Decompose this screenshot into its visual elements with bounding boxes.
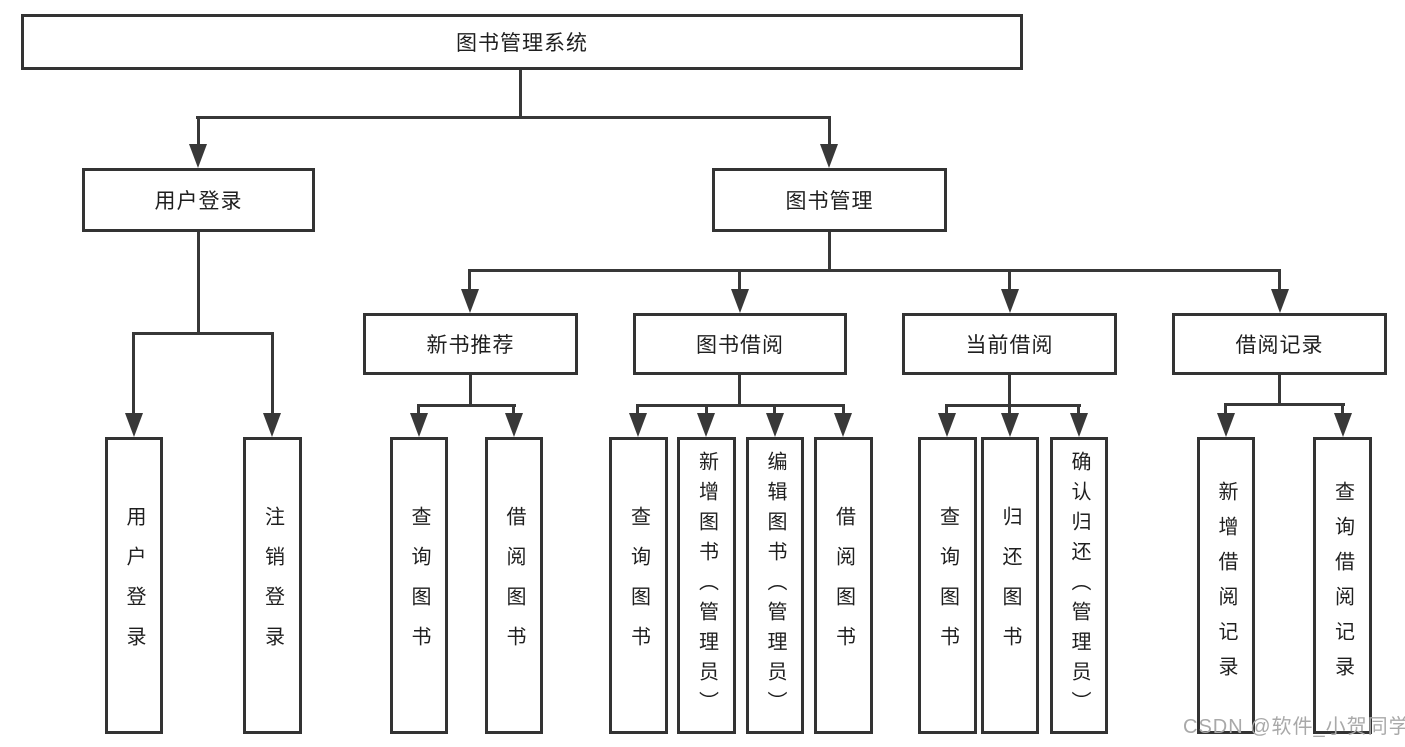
node-user-login: 用户登录 [82,168,315,232]
edge-line [1278,269,1281,291]
leaf-confirm-return-admin: 确认归还（管理员） [1050,437,1108,734]
leaf-query-borrow-record: 查询借阅记录 [1313,437,1372,734]
leaf-edit-book-admin: 编辑图书（管理员） [746,437,804,734]
node-book-borrowing: 图书借阅 [633,313,847,375]
edge-line [705,404,708,415]
arrow-down-icon [125,413,143,437]
arrow-down-icon [731,289,749,313]
edge-line [842,404,845,415]
arrow-down-icon [263,413,281,437]
node-library-system: 图书管理系统 [21,14,1023,70]
leaf-query-books-recommend: 查询图书 [390,437,448,734]
watermark: CSDN @软件_小贺同学 [1183,716,1405,738]
node-borrowing-records: 借阅记录 [1172,313,1387,375]
edge-line [1278,375,1281,405]
edge-line [468,269,1281,272]
edge-line [945,404,1081,407]
edge-line [1008,375,1011,406]
arrow-down-icon [938,413,956,437]
edge-line [469,375,472,406]
edge-line [468,269,471,291]
edge-line [1077,404,1080,415]
edge-line [519,68,522,119]
node-new-book-recommend: 新书推荐 [363,313,578,375]
edge-line [1224,403,1227,415]
leaf-borrow-books-recommend: 借阅图书 [485,437,543,734]
edge-line [132,332,274,335]
leaf-add-borrow-record: 新增借阅记录 [1197,437,1255,734]
edge-line [197,116,200,146]
arrow-down-icon [834,413,852,437]
edge-line [196,116,831,119]
edge-line [738,375,741,406]
arrow-down-icon [766,413,784,437]
edge-line [512,404,515,415]
edge-line [738,269,741,291]
edge-line [1008,269,1011,291]
arrow-down-icon [1217,413,1235,437]
edge-line [636,404,845,407]
arrow-down-icon [1001,413,1019,437]
arrow-down-icon [410,413,428,437]
edge-line [773,404,776,415]
leaf-user-login: 用户登录 [105,437,163,734]
arrow-down-icon [1334,413,1352,437]
arrow-down-icon [505,413,523,437]
leaf-query-books-borrow: 查询图书 [609,437,668,734]
node-current-borrowing: 当前借阅 [902,313,1117,375]
arrow-down-icon [697,413,715,437]
edge-line [945,404,948,415]
leaf-query-books-current: 查询图书 [918,437,977,734]
leaf-logout: 注销登录 [243,437,302,734]
arrow-down-icon [461,289,479,313]
arrow-down-icon [189,144,207,168]
edge-line [636,404,639,415]
edge-line [197,230,200,334]
edge-line [417,404,516,407]
arrow-down-icon [1070,413,1088,437]
arrow-down-icon [1271,289,1289,313]
edge-line [1224,403,1345,406]
arrow-down-icon [820,144,838,168]
edge-line [271,332,274,415]
edge-line [828,116,831,146]
edge-line [828,230,831,271]
arrow-down-icon [1001,289,1019,313]
leaf-return-books: 归还图书 [981,437,1039,734]
arrow-down-icon [629,413,647,437]
leaf-borrow-books: 借阅图书 [814,437,873,734]
edge-line [417,404,420,415]
node-book-management: 图书管理 [712,168,947,232]
edge-line [1008,404,1011,415]
leaf-add-book-admin: 新增图书（管理员） [677,437,736,734]
edge-line [1341,403,1344,415]
edge-line [132,332,135,415]
